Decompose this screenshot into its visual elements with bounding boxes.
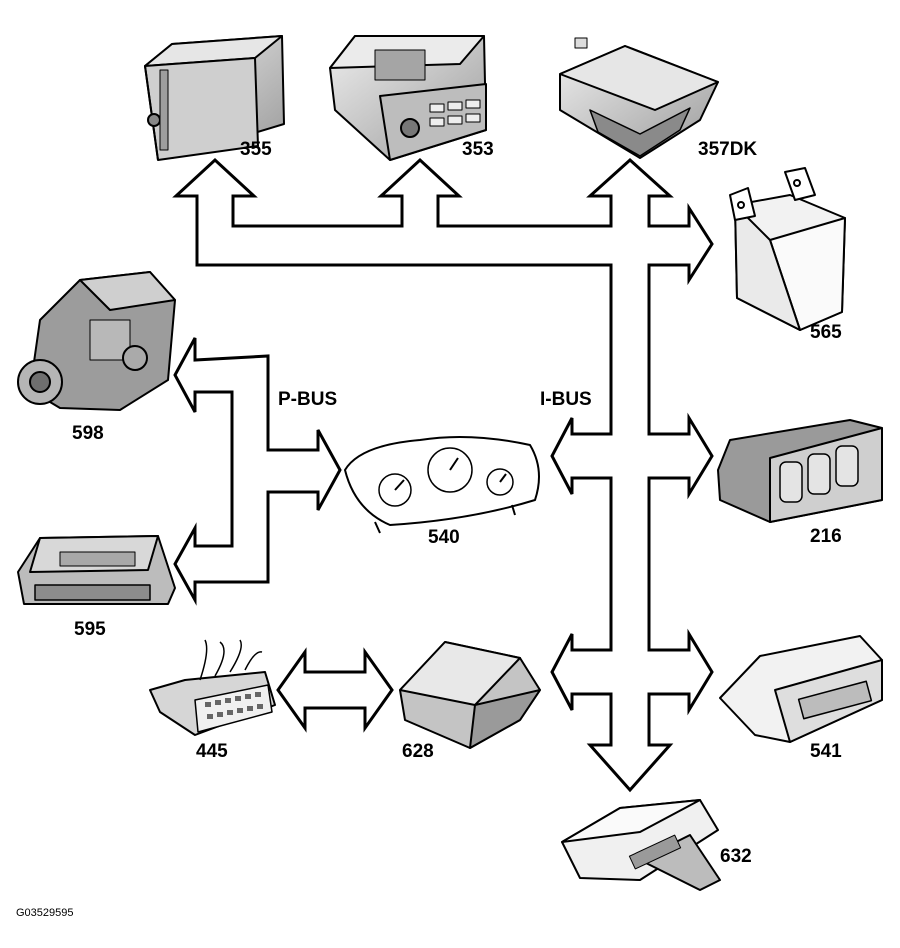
i-bus-label: I-BUS xyxy=(540,389,592,410)
module-628-drawing xyxy=(399,641,541,749)
module-565-drawing xyxy=(729,167,846,331)
label-540: 540 xyxy=(428,527,460,548)
unit-541-drawing xyxy=(719,635,883,743)
label-632: 632 xyxy=(720,846,752,867)
label-357dk: 357DK xyxy=(698,139,758,160)
label-353: 353 xyxy=(462,139,494,160)
pump-598-drawing xyxy=(17,271,176,411)
module-357dk-drawing xyxy=(559,37,719,159)
module-355-drawing xyxy=(144,35,285,161)
label-216: 216 xyxy=(810,526,842,547)
label-355: 355 xyxy=(240,139,272,160)
diagnostic-link-arrow xyxy=(276,647,394,733)
radio-353-drawing xyxy=(329,35,487,161)
label-541: 541 xyxy=(810,741,842,762)
ecm-595-drawing xyxy=(17,535,176,605)
i-bus-upper-arrow xyxy=(172,157,714,793)
label-445: 445 xyxy=(196,741,228,762)
p-bus-arrow xyxy=(173,337,342,606)
label-628: 628 xyxy=(402,741,434,762)
cluster-540-drawing xyxy=(344,435,540,534)
label-595: 595 xyxy=(74,619,106,640)
figure-reference: G03529595 xyxy=(16,907,74,919)
module-632-drawing xyxy=(561,799,721,891)
p-bus-label: P-BUS xyxy=(278,389,338,410)
label-565: 565 xyxy=(810,322,842,343)
label-598: 598 xyxy=(72,423,104,444)
panel-216-drawing xyxy=(717,419,883,523)
connector-445-drawing xyxy=(149,639,276,736)
